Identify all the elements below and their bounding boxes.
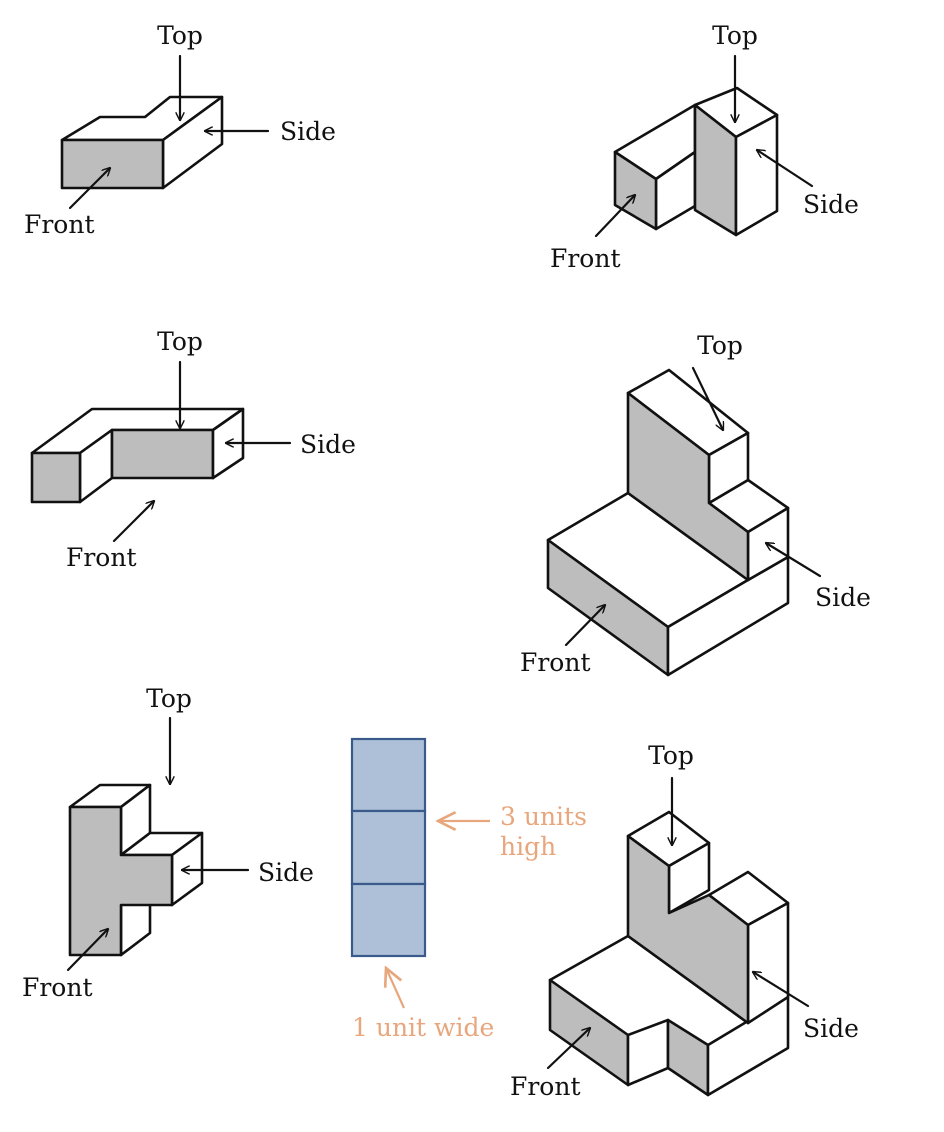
shape-5-front-label: Front	[22, 973, 93, 1002]
shape-3-right-front	[110, 428, 215, 480]
shape-5-front-face	[68, 805, 174, 957]
shape-3-left-front	[30, 451, 82, 504]
unit-cell-3	[350, 882, 427, 958]
shape-4-top-arrow	[691, 366, 723, 430]
shape-1-side-label: Side	[280, 117, 336, 146]
unit-cell-2	[350, 809, 427, 886]
shape-2-side-arrow	[757, 150, 814, 188]
shape-2-tall-side	[734, 113, 779, 237]
unit-cell-1	[350, 737, 427, 813]
shape-1: Top Side Front	[24, 21, 336, 239]
unit-height-label-1: 3 units	[500, 802, 587, 831]
shape-1-front-label: Front	[24, 210, 95, 239]
shape-4-top-label: Top	[697, 331, 743, 360]
shape-4-front-label: Front	[520, 648, 591, 677]
shape-6-side-arrow	[753, 972, 810, 1008]
shape-4-side-arrow	[766, 543, 822, 578]
shape-5: Top Side Front	[22, 684, 314, 1002]
shape-4-base-side	[666, 555, 790, 677]
shape-2-front-arrow	[594, 195, 635, 238]
shape-3-top-label: Top	[157, 327, 203, 356]
shape-1-front-arrow	[68, 168, 110, 210]
unit-block: 3 units high 1 unit wide	[350, 737, 587, 1042]
shape-6-side-label: Side	[803, 1014, 859, 1043]
shape-2-low-front	[613, 150, 658, 231]
shape-6-front-arrow	[546, 1028, 590, 1070]
shape-2-top-label: Top	[712, 21, 758, 50]
shape-4: Top Side Front	[520, 331, 871, 677]
shape-3-front-arrow	[112, 501, 154, 543]
shape-5-top-label: Top	[146, 684, 192, 713]
shape-6-u-front	[626, 834, 750, 1025]
shape-3-front-label: Front	[66, 543, 137, 572]
shape-3: Top Side Front	[30, 327, 356, 572]
unit-width-label: 1 unit wide	[352, 1013, 494, 1042]
shape-6-top-label: Top	[648, 741, 694, 770]
shape-6: Top Side Front	[510, 741, 859, 1101]
shape-4-front-arrow	[564, 605, 605, 647]
shape-5-front-arrow	[66, 929, 108, 972]
shape-2-front-label: Front	[550, 244, 621, 273]
shape-1-top-label: Top	[157, 21, 203, 50]
shape-2-side-label: Side	[803, 190, 859, 219]
shape-1-front-face	[60, 138, 165, 190]
unit-width-arrow	[386, 968, 406, 1009]
shape-5-side-label: Side	[258, 858, 314, 887]
shape-4-l-front	[626, 391, 750, 582]
shape-2: Top Side Front	[550, 21, 859, 273]
unit-height-label-2: high	[500, 832, 556, 861]
shape-6-front-label: Front	[510, 1072, 581, 1101]
shape-4-side-label: Side	[815, 583, 871, 612]
shape-3-side-label: Side	[300, 430, 356, 459]
